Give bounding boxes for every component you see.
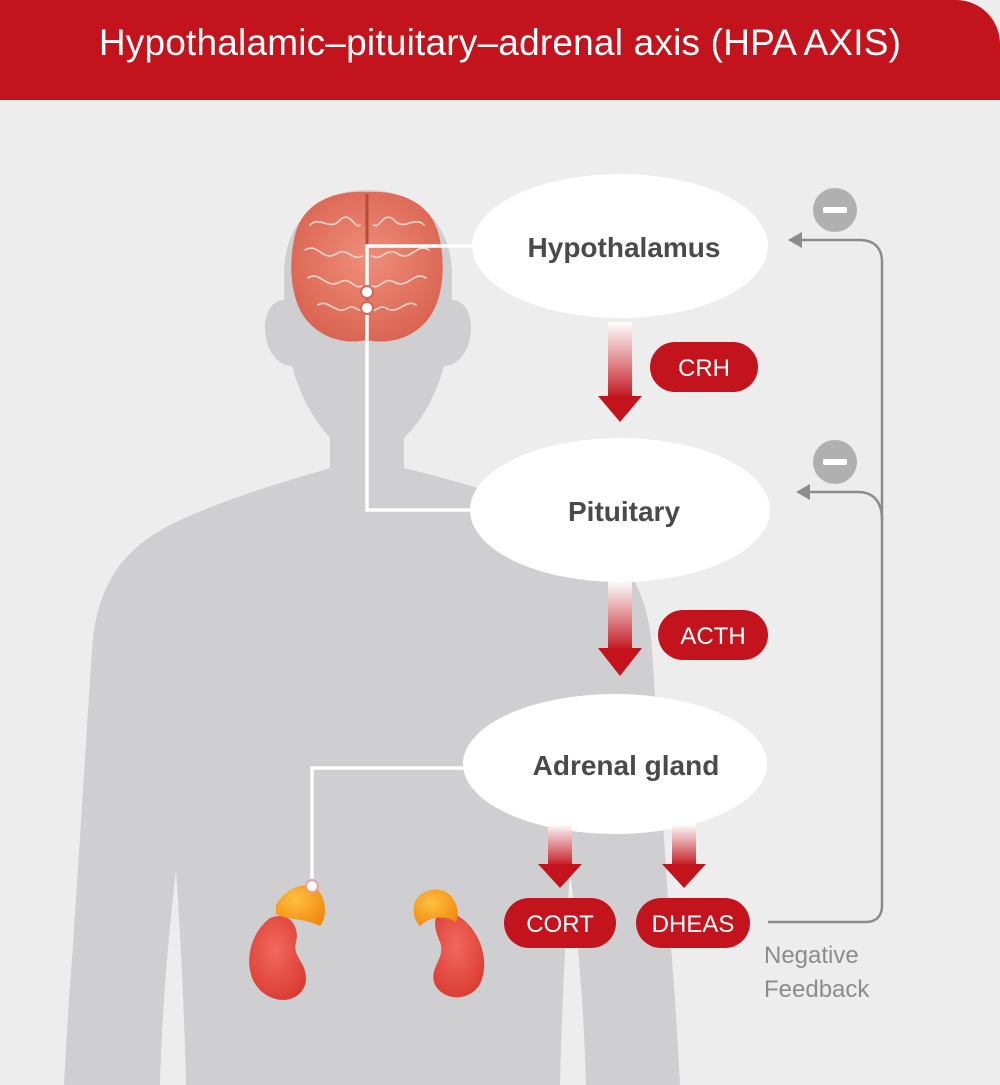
dheas-label: DHEAS: [652, 911, 735, 938]
inhibition-minus-icon-hypothalamus: [813, 188, 857, 232]
pituitary-marker: [360, 301, 374, 315]
inhibition-minus-icon-pituitary: [813, 440, 857, 484]
title-banner: Hypothalamic–pituitary–adrenal axis (HPA…: [0, 0, 1000, 100]
hypothalamus-label: Hypothalamus: [528, 232, 721, 263]
cort-label: CORT: [526, 911, 594, 938]
crh-label: CRH: [678, 355, 730, 382]
feedback-arrowhead-hypothalamus: [788, 232, 802, 248]
arrow-cort: [538, 824, 582, 888]
cort-badge: CORT: [504, 898, 616, 948]
crh-badge: CRH: [650, 342, 758, 392]
human-silhouette: [64, 190, 680, 1085]
hypothalamus-node: Hypothalamus: [472, 174, 768, 318]
feedback-loop: [768, 238, 884, 924]
page-title: Hypothalamic–pituitary–adrenal axis (HPA…: [98, 22, 902, 63]
arrow-crh: [598, 322, 642, 422]
feedback-arrowhead-pituitary: [796, 484, 810, 500]
acth-badge: ACTH: [658, 610, 768, 660]
adrenal-label: Adrenal gland: [533, 750, 720, 781]
right-kidney: [433, 911, 485, 998]
feedback-label-line2: Feedback: [764, 976, 870, 1003]
adrenal-marker: [305, 879, 319, 893]
pituitary-label: Pituitary: [568, 496, 680, 527]
left-kidney: [249, 916, 306, 1000]
left-adrenal-gland: [276, 885, 325, 926]
connector-lines: [310, 244, 480, 886]
dheas-badge: DHEAS: [636, 898, 750, 948]
feedback-label-line1: Negative: [764, 942, 859, 969]
right-adrenal-gland: [413, 889, 458, 926]
arrow-acth: [598, 582, 642, 676]
arrow-dheas: [662, 824, 706, 888]
hypothalamus-marker: [360, 285, 374, 299]
acth-label: ACTH: [680, 623, 745, 650]
pituitary-node: Pituitary: [470, 438, 770, 582]
adrenal-node: Adrenal gland: [463, 694, 767, 834]
